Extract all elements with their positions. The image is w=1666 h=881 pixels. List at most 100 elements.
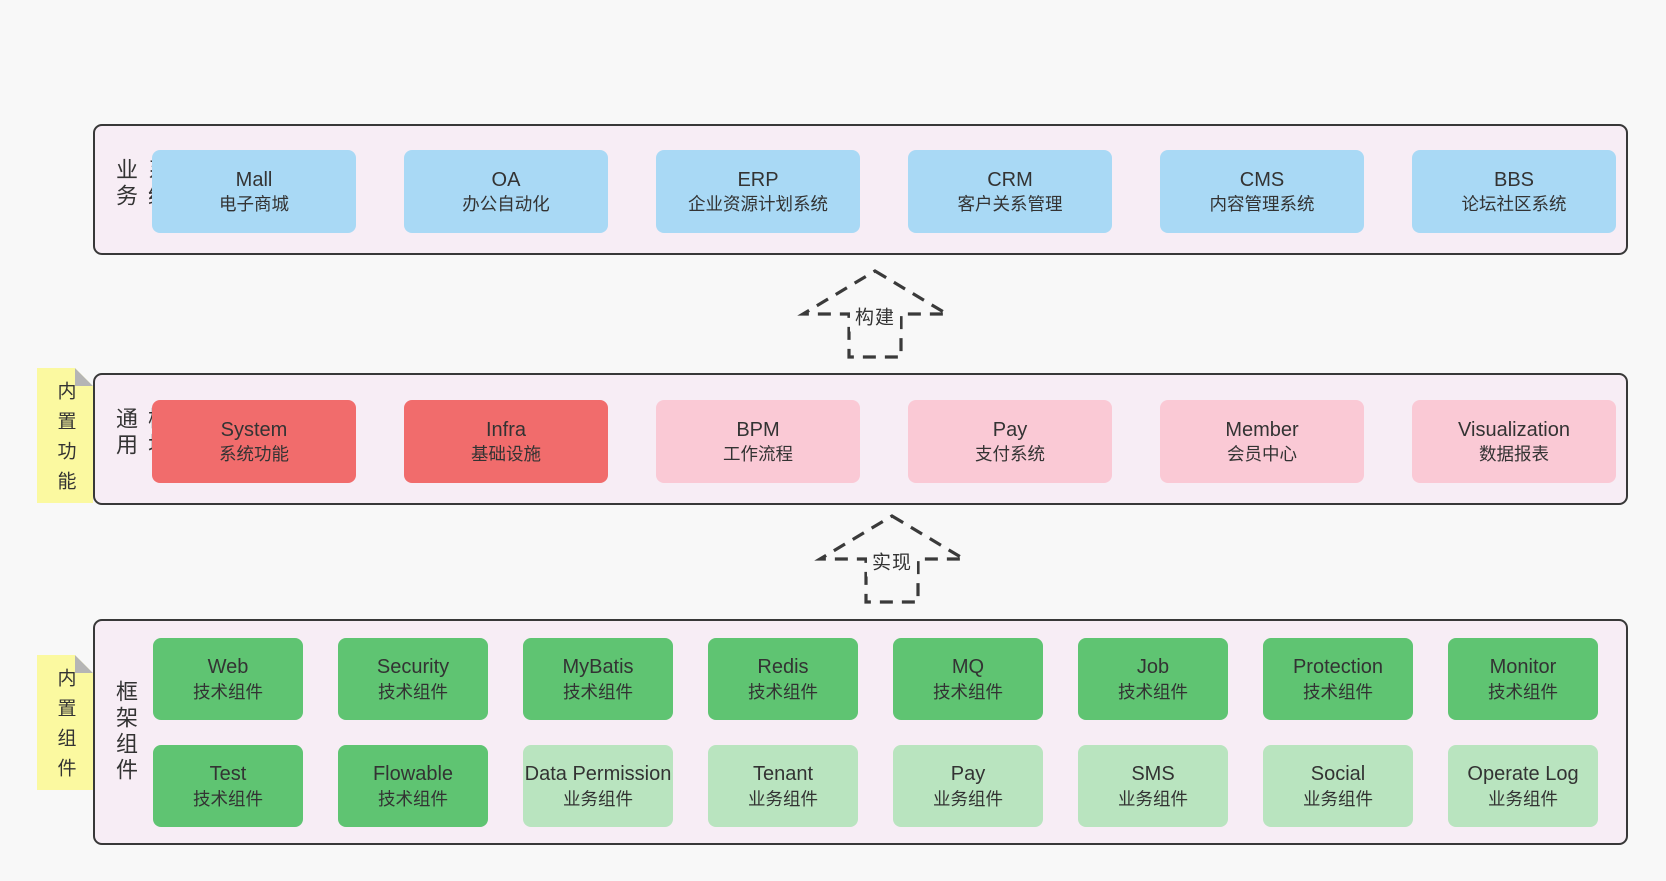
fold-corner-icon (75, 655, 93, 673)
box-system: System 系统功能 (152, 400, 356, 483)
box-bbs: BBS 论坛社区系统 (1412, 150, 1616, 233)
box-subtitle: 数据报表 (1479, 444, 1549, 465)
box-title: Flowable (372, 763, 454, 785)
box-mq: MQ 技术组件 (893, 638, 1043, 720)
box-title: Protection (1292, 656, 1384, 678)
box-protection: Protection 技术组件 (1263, 638, 1413, 720)
box-subtitle: 基础设施 (471, 444, 541, 465)
box-subtitle: 技术组件 (933, 681, 1003, 702)
note-built-in-components: 内置组件 (37, 655, 93, 790)
box-title: Mall (235, 168, 273, 191)
box-title: Redis (757, 656, 809, 678)
box-subtitle: 技术组件 (193, 788, 263, 809)
box-visualization: Visualization 数据报表 (1412, 400, 1616, 483)
box-title: Member (1225, 418, 1299, 441)
box-subtitle: 业务组件 (933, 788, 1003, 809)
box-subtitle: 技术组件 (1303, 681, 1373, 702)
box-title: BPM (736, 418, 780, 441)
box-title: Visualization (1458, 418, 1570, 441)
box-infra: Infra 基础设施 (404, 400, 608, 483)
box-subtitle: 业务组件 (748, 788, 818, 809)
box-subtitle: 论坛社区系统 (1461, 194, 1567, 215)
box-subtitle: 技术组件 (378, 788, 448, 809)
box-title: Pay (992, 418, 1028, 441)
box-monitor: Monitor 技术组件 (1448, 638, 1598, 720)
box-title: Web (207, 656, 249, 678)
box-subtitle: 电子商城 (219, 194, 289, 215)
box-subtitle: 技术组件 (193, 681, 263, 702)
note-built-in-components-label: 内置组件 (54, 668, 76, 788)
box-crm: CRM 客户关系管理 (908, 150, 1112, 233)
band-framework-components: 框架组件 Web 技术组件 Security 技术组件 MyBatis 技术组件… (93, 619, 1628, 845)
box-title: Security (376, 656, 450, 678)
box-title: Operate Log (1467, 763, 1579, 785)
box-subtitle: 业务组件 (1118, 788, 1188, 809)
box-mybatis: MyBatis 技术组件 (523, 638, 673, 720)
box-subtitle: 企业资源计划系统 (688, 194, 828, 215)
box-title: Test (209, 763, 247, 785)
box-pay-component: Pay 业务组件 (893, 745, 1043, 827)
box-title: Infra (485, 418, 527, 441)
box-data-permission: Data Permission 业务组件 (523, 745, 673, 827)
box-title: CRM (987, 168, 1033, 191)
box-cms: CMS 内容管理系统 (1160, 150, 1364, 233)
box-oa: OA 办公自动化 (404, 150, 608, 233)
box-title: Pay (950, 763, 986, 785)
box-subtitle: 技术组件 (563, 681, 633, 702)
box-subtitle: 工作流程 (723, 444, 793, 465)
box-test: Test 技术组件 (153, 745, 303, 827)
box-title: Social (1310, 763, 1366, 785)
box-subtitle: 技术组件 (1488, 681, 1558, 702)
up-arrow-outline-icon (797, 269, 953, 359)
box-sms: SMS 业务组件 (1078, 745, 1228, 827)
arrow-implement: 实现 (812, 513, 972, 605)
box-mall: Mall 电子商城 (152, 150, 356, 233)
box-subtitle: 业务组件 (1303, 788, 1373, 809)
box-subtitle: 客户关系管理 (957, 194, 1063, 215)
framework-components-row-1: Web 技术组件 Security 技术组件 MyBatis 技术组件 Redi… (153, 638, 1598, 720)
box-subtitle: 内容管理系统 (1209, 194, 1315, 215)
band-common-modules: 通用模块 System 系统功能 Infra 基础设施 BPM 工作流程 Pay… (93, 373, 1628, 505)
box-subtitle: 技术组件 (748, 681, 818, 702)
box-title: Monitor (1489, 656, 1557, 678)
box-title: Job (1136, 656, 1170, 678)
note-built-in-features-label: 内置功能 (54, 381, 76, 501)
box-web: Web 技术组件 (153, 638, 303, 720)
box-member: Member 会员中心 (1160, 400, 1364, 483)
box-security: Security 技术组件 (338, 638, 488, 720)
box-subtitle: 办公自动化 (462, 194, 550, 215)
box-subtitle: 业务组件 (1488, 788, 1558, 809)
box-title: CMS (1239, 168, 1285, 191)
box-subtitle: 系统功能 (219, 444, 289, 465)
band-business-systems: 业务系统 Mall 电子商城 OA 办公自动化 ERP 企业资源计划系统 CRM… (93, 124, 1628, 255)
box-subtitle: 支付系统 (975, 444, 1045, 465)
box-title: OA (491, 168, 521, 191)
box-title: Data Permission (524, 763, 672, 785)
box-operate-log: Operate Log 业务组件 (1448, 745, 1598, 827)
box-flowable: Flowable 技术组件 (338, 745, 488, 827)
common-modules-row: System 系统功能 Infra 基础设施 BPM 工作流程 Pay 支付系统… (152, 400, 1616, 483)
box-title: MyBatis (562, 656, 634, 678)
box-tenant: Tenant 业务组件 (708, 745, 858, 827)
box-subtitle: 会员中心 (1227, 444, 1297, 465)
arrow-implement-label: 实现 (866, 545, 918, 577)
framework-components-row-2: Test 技术组件 Flowable 技术组件 Data Permission … (153, 745, 1598, 827)
arrow-build: 构建 (795, 268, 955, 360)
box-subtitle: 业务组件 (563, 788, 633, 809)
box-title: SMS (1131, 763, 1175, 785)
box-social: Social 业务组件 (1263, 745, 1413, 827)
note-built-in-features: 内置功能 (37, 368, 93, 503)
box-title: BBS (1493, 168, 1535, 191)
fold-corner-icon (75, 368, 93, 386)
arrow-build-label: 构建 (849, 300, 901, 332)
box-bpm: BPM 工作流程 (656, 400, 860, 483)
up-arrow-outline-icon (814, 514, 970, 604)
band-framework-components-label: 框架组件 (113, 680, 138, 784)
box-subtitle: 技术组件 (378, 681, 448, 702)
box-title: System (220, 418, 288, 441)
box-job: Job 技术组件 (1078, 638, 1228, 720)
box-pay-system: Pay 支付系统 (908, 400, 1112, 483)
box-title: Tenant (752, 763, 814, 785)
box-erp: ERP 企业资源计划系统 (656, 150, 860, 233)
